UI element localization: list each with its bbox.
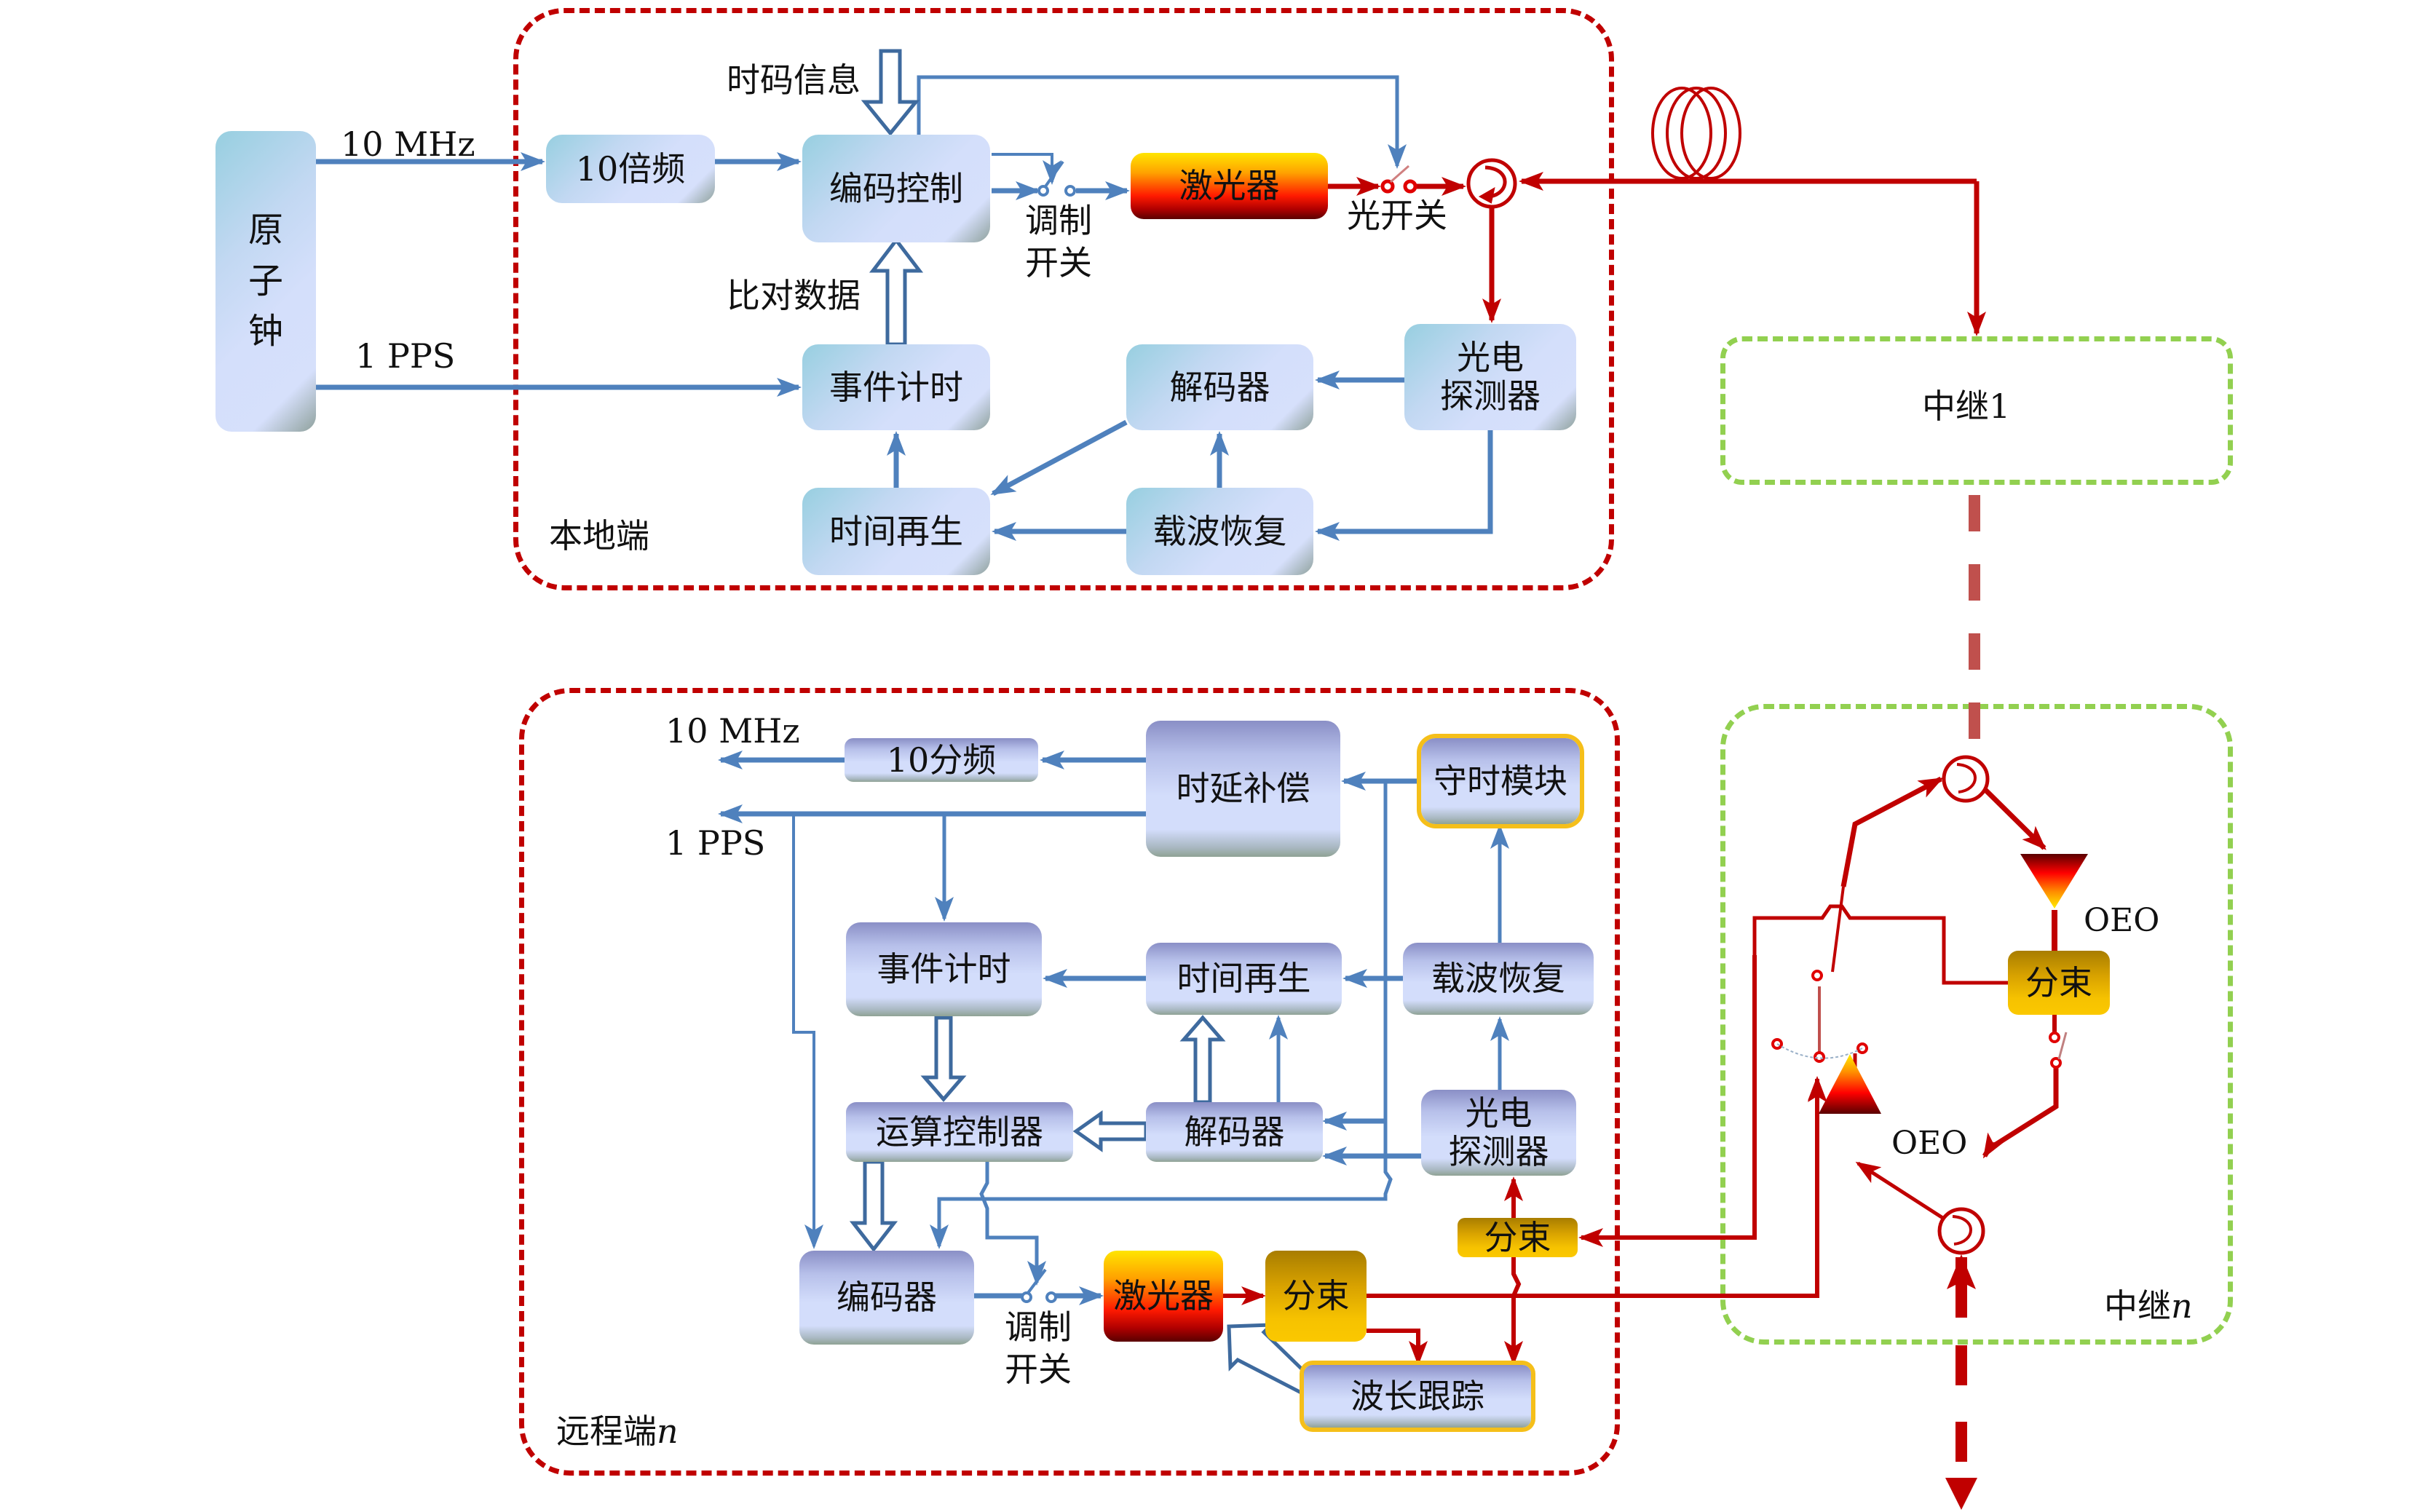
remote-photodetector-line1: 光电 <box>1465 1093 1533 1133</box>
freq-10mhz-label: 10 MHz <box>341 124 475 164</box>
remote-mod-switch-line1: 调制 <box>1005 1307 1072 1347</box>
local-hollow-arrows <box>861 49 924 347</box>
timecode-info-label: 时码信息 <box>727 60 861 100</box>
repeater-n-wires <box>1752 755 2059 1510</box>
remote-blue-wires <box>718 751 1509 1305</box>
local-region-label: 本地端 <box>549 516 649 555</box>
remote-laser-block: 激光器 <box>1104 1251 1223 1342</box>
mod-switch-label: 调制 开关 <box>1025 200 1092 284</box>
oeo-bottom-icon <box>1819 1054 1881 1114</box>
atomic-clock-block: 原 子 钟 <box>215 131 316 432</box>
remote-splitter-block: 分束 <box>1265 1251 1367 1342</box>
optical-switch-local <box>1380 165 1417 194</box>
photodetector-line1: 光电 <box>1457 338 1524 378</box>
delay-comp-block: 时延补偿 <box>1146 721 1340 857</box>
multiplier-block: 10倍频 <box>546 135 715 203</box>
remote-decoder-block: 解码器 <box>1146 1102 1323 1162</box>
divider-block: 10分频 <box>845 738 1038 782</box>
encoder-block: 编码器 <box>799 1251 974 1345</box>
compare-data-label: 比对数据 <box>727 276 861 315</box>
encode-control-block: 编码控制 <box>802 135 990 242</box>
local-mod-switch <box>1037 160 1076 197</box>
mod-switch-line1: 调制 <box>1025 201 1092 240</box>
decoder-block: 解码器 <box>1126 344 1313 430</box>
holdover-block: 守时模块 <box>1421 738 1580 824</box>
remote-region-suffix: n <box>657 1412 679 1451</box>
remote-time-regen-block: 时间再生 <box>1146 943 1342 1015</box>
circulator-local <box>1466 158 1517 209</box>
oeo-bottom-label: OEO <box>1891 1125 1968 1162</box>
repeater-1-frame <box>1720 336 2233 485</box>
repeater-n-suffix: n <box>2171 1286 2193 1326</box>
remote-photodetector-block: 光电 探测器 <box>1421 1090 1576 1176</box>
repeater-n-splitter: 分束 <box>2008 951 2110 1015</box>
remote-pps-label: 1 PPS <box>665 823 766 863</box>
local-optical-wires <box>1328 172 1986 336</box>
remote-carrier-recovery-block: 载波恢复 <box>1403 943 1594 1015</box>
remote-freq-label: 10 MHz <box>665 711 800 751</box>
time-regen-block: 时间再生 <box>802 488 990 575</box>
mod-switch-line2: 开关 <box>1025 242 1092 282</box>
repeater-n-switch <box>1771 970 2062 1069</box>
remote-mod-switch <box>1021 1268 1057 1303</box>
oeo-top-icon <box>2020 854 2088 909</box>
event-timer-block: 事件计时 <box>802 344 990 430</box>
local-end-frame <box>513 8 1614 590</box>
remote-mod-switch-line2: 开关 <box>1005 1349 1072 1389</box>
switch-arc <box>1776 1043 1863 1059</box>
pps-label: 1 PPS <box>355 336 456 376</box>
fiber-spool-icon <box>1651 87 1741 180</box>
photodetector-line2: 探测器 <box>1440 376 1541 416</box>
repeater-n-label: 中继n <box>2104 1287 2193 1326</box>
remote-region-label: 远程端n <box>556 1412 679 1451</box>
remote-end-frame <box>519 688 1620 1476</box>
laser-block: 激光器 <box>1131 153 1328 219</box>
carrier-recovery-block: 载波恢复 <box>1126 488 1313 575</box>
oeo-top-label: OEO <box>2084 902 2160 939</box>
local-blue-wires <box>316 75 1493 541</box>
optical-switch-label: 光开关 <box>1347 196 1447 235</box>
compute-control-block: 运算控制器 <box>846 1102 1073 1162</box>
remote-mod-switch-label: 调制 开关 <box>1005 1307 1072 1390</box>
remote-event-timer-block: 事件计时 <box>846 922 1042 1016</box>
remote-splitter-small: 分束 <box>1458 1218 1578 1257</box>
wavelength-tracking-block: 波长跟踪 <box>1304 1365 1531 1428</box>
photodetector-block: 光电 探测器 <box>1404 324 1576 430</box>
remote-region-text: 远程端 <box>556 1412 657 1451</box>
repeater-n-text: 中继 <box>2104 1286 2171 1326</box>
remote-photodetector-line2: 探测器 <box>1448 1132 1549 1171</box>
repeater-1-label: 中继1 <box>1922 387 2011 426</box>
remote-hollow-arrows <box>849 1015 1318 1397</box>
